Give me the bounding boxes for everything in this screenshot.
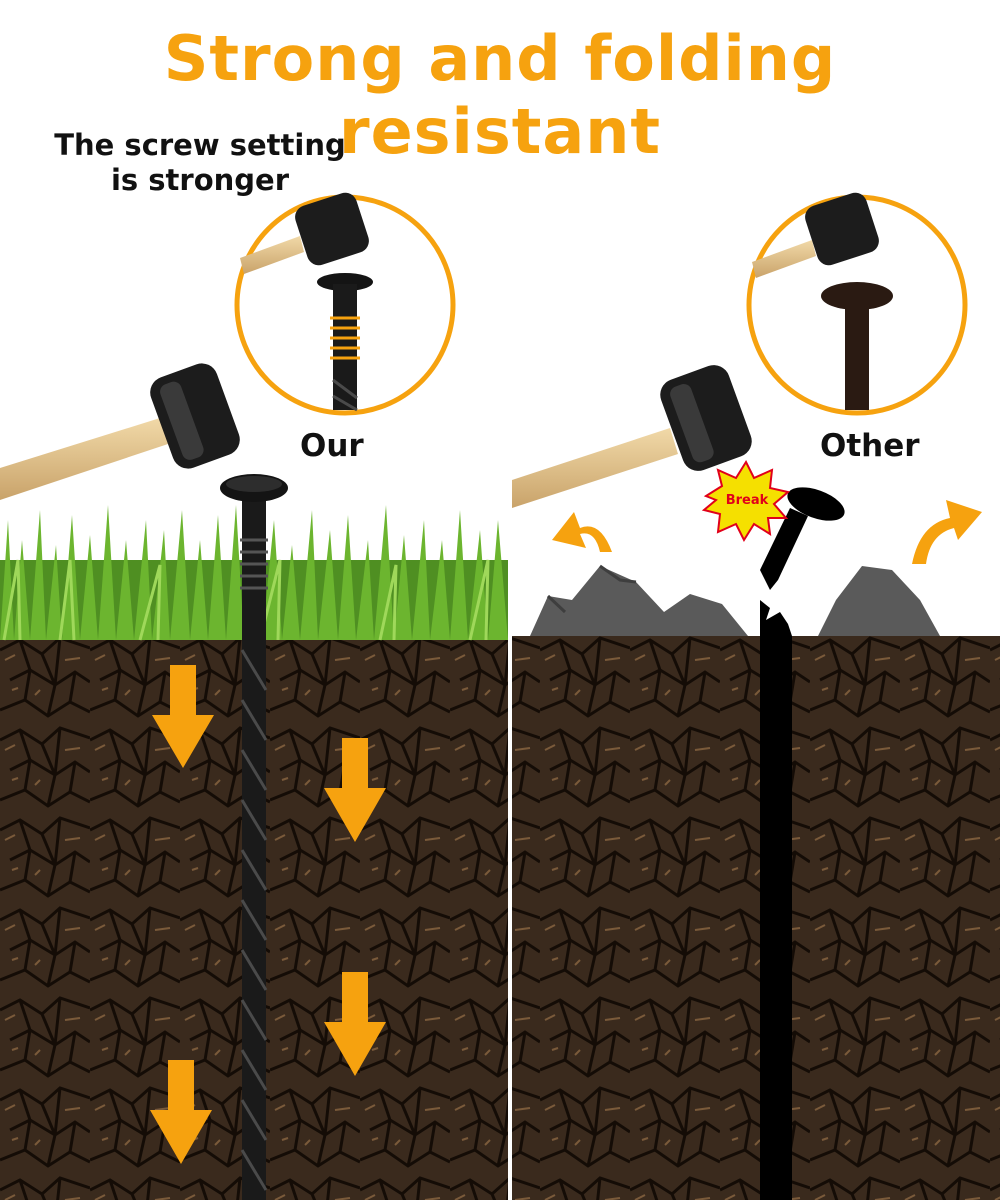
panel-divider <box>508 480 512 1200</box>
zoom-circle-other <box>746 192 968 416</box>
down-arrow-icon <box>150 1060 212 1164</box>
down-arrow-icon <box>152 665 214 768</box>
down-arrow-icon <box>324 738 386 842</box>
subtitle: The screw setting is stronger <box>40 128 360 198</box>
break-label: Break <box>726 493 769 508</box>
zoom-circle-ours <box>234 192 456 416</box>
break-burst-icon: Break <box>701 459 791 543</box>
curved-arrow-icon <box>912 500 982 564</box>
mallet-icon <box>512 365 752 508</box>
label-ours: Our <box>300 428 364 464</box>
curved-arrow-icon <box>552 512 612 552</box>
subtitle-line-2: is stronger <box>110 163 290 197</box>
broken-stake-icon <box>760 487 845 1200</box>
subtitle-line-1: The screw setting <box>54 128 346 162</box>
headline: Strong and folding resistant <box>163 22 837 168</box>
mallet-icon <box>0 363 240 500</box>
rocks <box>530 564 940 636</box>
label-other: Other <box>820 428 920 464</box>
soil-right <box>512 636 1000 1200</box>
stake-icon <box>220 474 288 1200</box>
down-arrow-icon <box>324 972 386 1076</box>
